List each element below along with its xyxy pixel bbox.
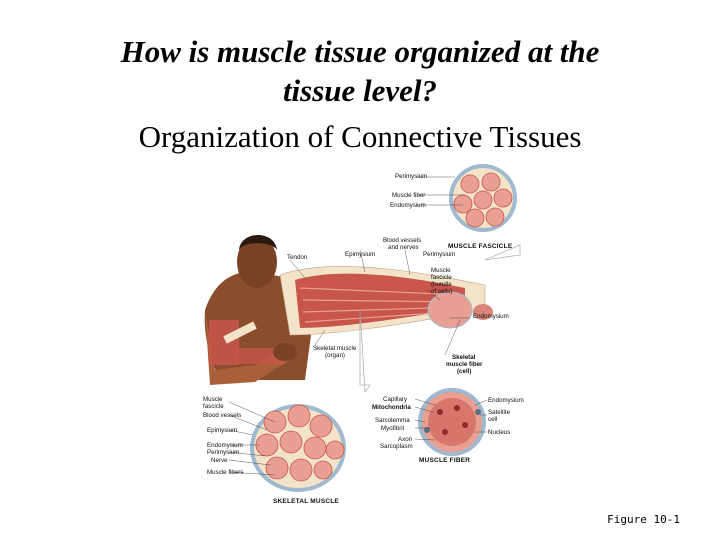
label-muscle-fascicle-3: (bundle (431, 281, 452, 288)
slide-title-line-1: How is muscle tissue organized at the (0, 32, 720, 71)
slide-title: How is muscle tissue organized at the ti… (0, 32, 720, 110)
label-endomysium-top: Endomysium (390, 202, 426, 209)
label-axon: Axon (398, 436, 413, 443)
label-myofibril: Myofibril (381, 425, 404, 432)
label-muscle-fibers-left: Muscle fibers (207, 469, 243, 476)
label-mitochondria: Mitochondria (372, 404, 411, 411)
label-endomysium-right: Endomysium (488, 397, 524, 404)
muscle-fascicle-caption: MUSCLE FASCICLE (448, 243, 513, 250)
label-skeletal-muscle-fiber-2: muscle fiber (446, 361, 483, 368)
label-nerve-left: Nerve (211, 457, 228, 464)
label-skeletal-muscle-organ-2: (organ) (325, 352, 345, 359)
label-endomysium-left: Endomysium (207, 442, 243, 449)
label-skeletal-muscle-organ-1: Skeletal muscle (313, 345, 357, 352)
skeletal-muscle-caption: SKELETAL MUSCLE (273, 498, 339, 505)
label-blood-vessels-1: Blood vessels (383, 237, 421, 244)
label-muscle-fascicle-left-1: Muscle (203, 396, 223, 403)
label-muscle-fascicle-4: of cells) (431, 288, 452, 295)
label-muscle-fiber: Muscle fiber (392, 192, 425, 199)
label-tendon: Tendon (287, 254, 308, 261)
slide-title-line-2: tissue level? (0, 71, 720, 110)
label-sarcolemma: Sarcolemma (375, 417, 410, 424)
label-epimysium-left: Epimysium (207, 427, 237, 434)
muscle-fascicle-cross-section (449, 164, 517, 232)
label-satellite-cell-1: Satellite (488, 409, 511, 416)
label-satellite-cell-2: cell (488, 416, 497, 423)
label-skeletal-muscle-fiber-3: (cell) (457, 368, 471, 375)
slide-subtitle: Organization of Connective Tissues (0, 117, 720, 157)
muscle-organization-diagram: Perimysium Muscle fiber Endomysium Blood… (195, 160, 525, 510)
label-perimysium-mid: Perimysium (423, 251, 455, 258)
label-epimysium-mid: Epimysium (345, 251, 375, 258)
label-perimysium-left: Perimysium (207, 449, 239, 456)
label-perimysium-top: Perimysium (395, 173, 427, 180)
label-muscle-fascicle-1: Muscle (431, 267, 451, 274)
label-muscle-fascicle-2: fascicle (431, 274, 452, 281)
label-endomysium-mid: Endomysium (473, 313, 509, 320)
label-blood-vessels-2: and nerves (388, 244, 419, 251)
label-skeletal-muscle-fiber-1: Skeletal (452, 354, 476, 361)
label-capillary: Capillary (383, 396, 408, 403)
label-nucleus: Nucleus (488, 429, 510, 436)
muscle-fiber-cross-section (418, 388, 486, 456)
label-sarcoplasm: Sarcoplasm (380, 443, 413, 450)
label-blood-vessels-left: Blood vessels (203, 412, 241, 419)
figure-caption: Figure 10-1 (607, 513, 680, 526)
muscle-fiber-caption: MUSCLE FIBER (419, 457, 470, 464)
label-muscle-fascicle-left-2: fascicle (203, 403, 224, 410)
